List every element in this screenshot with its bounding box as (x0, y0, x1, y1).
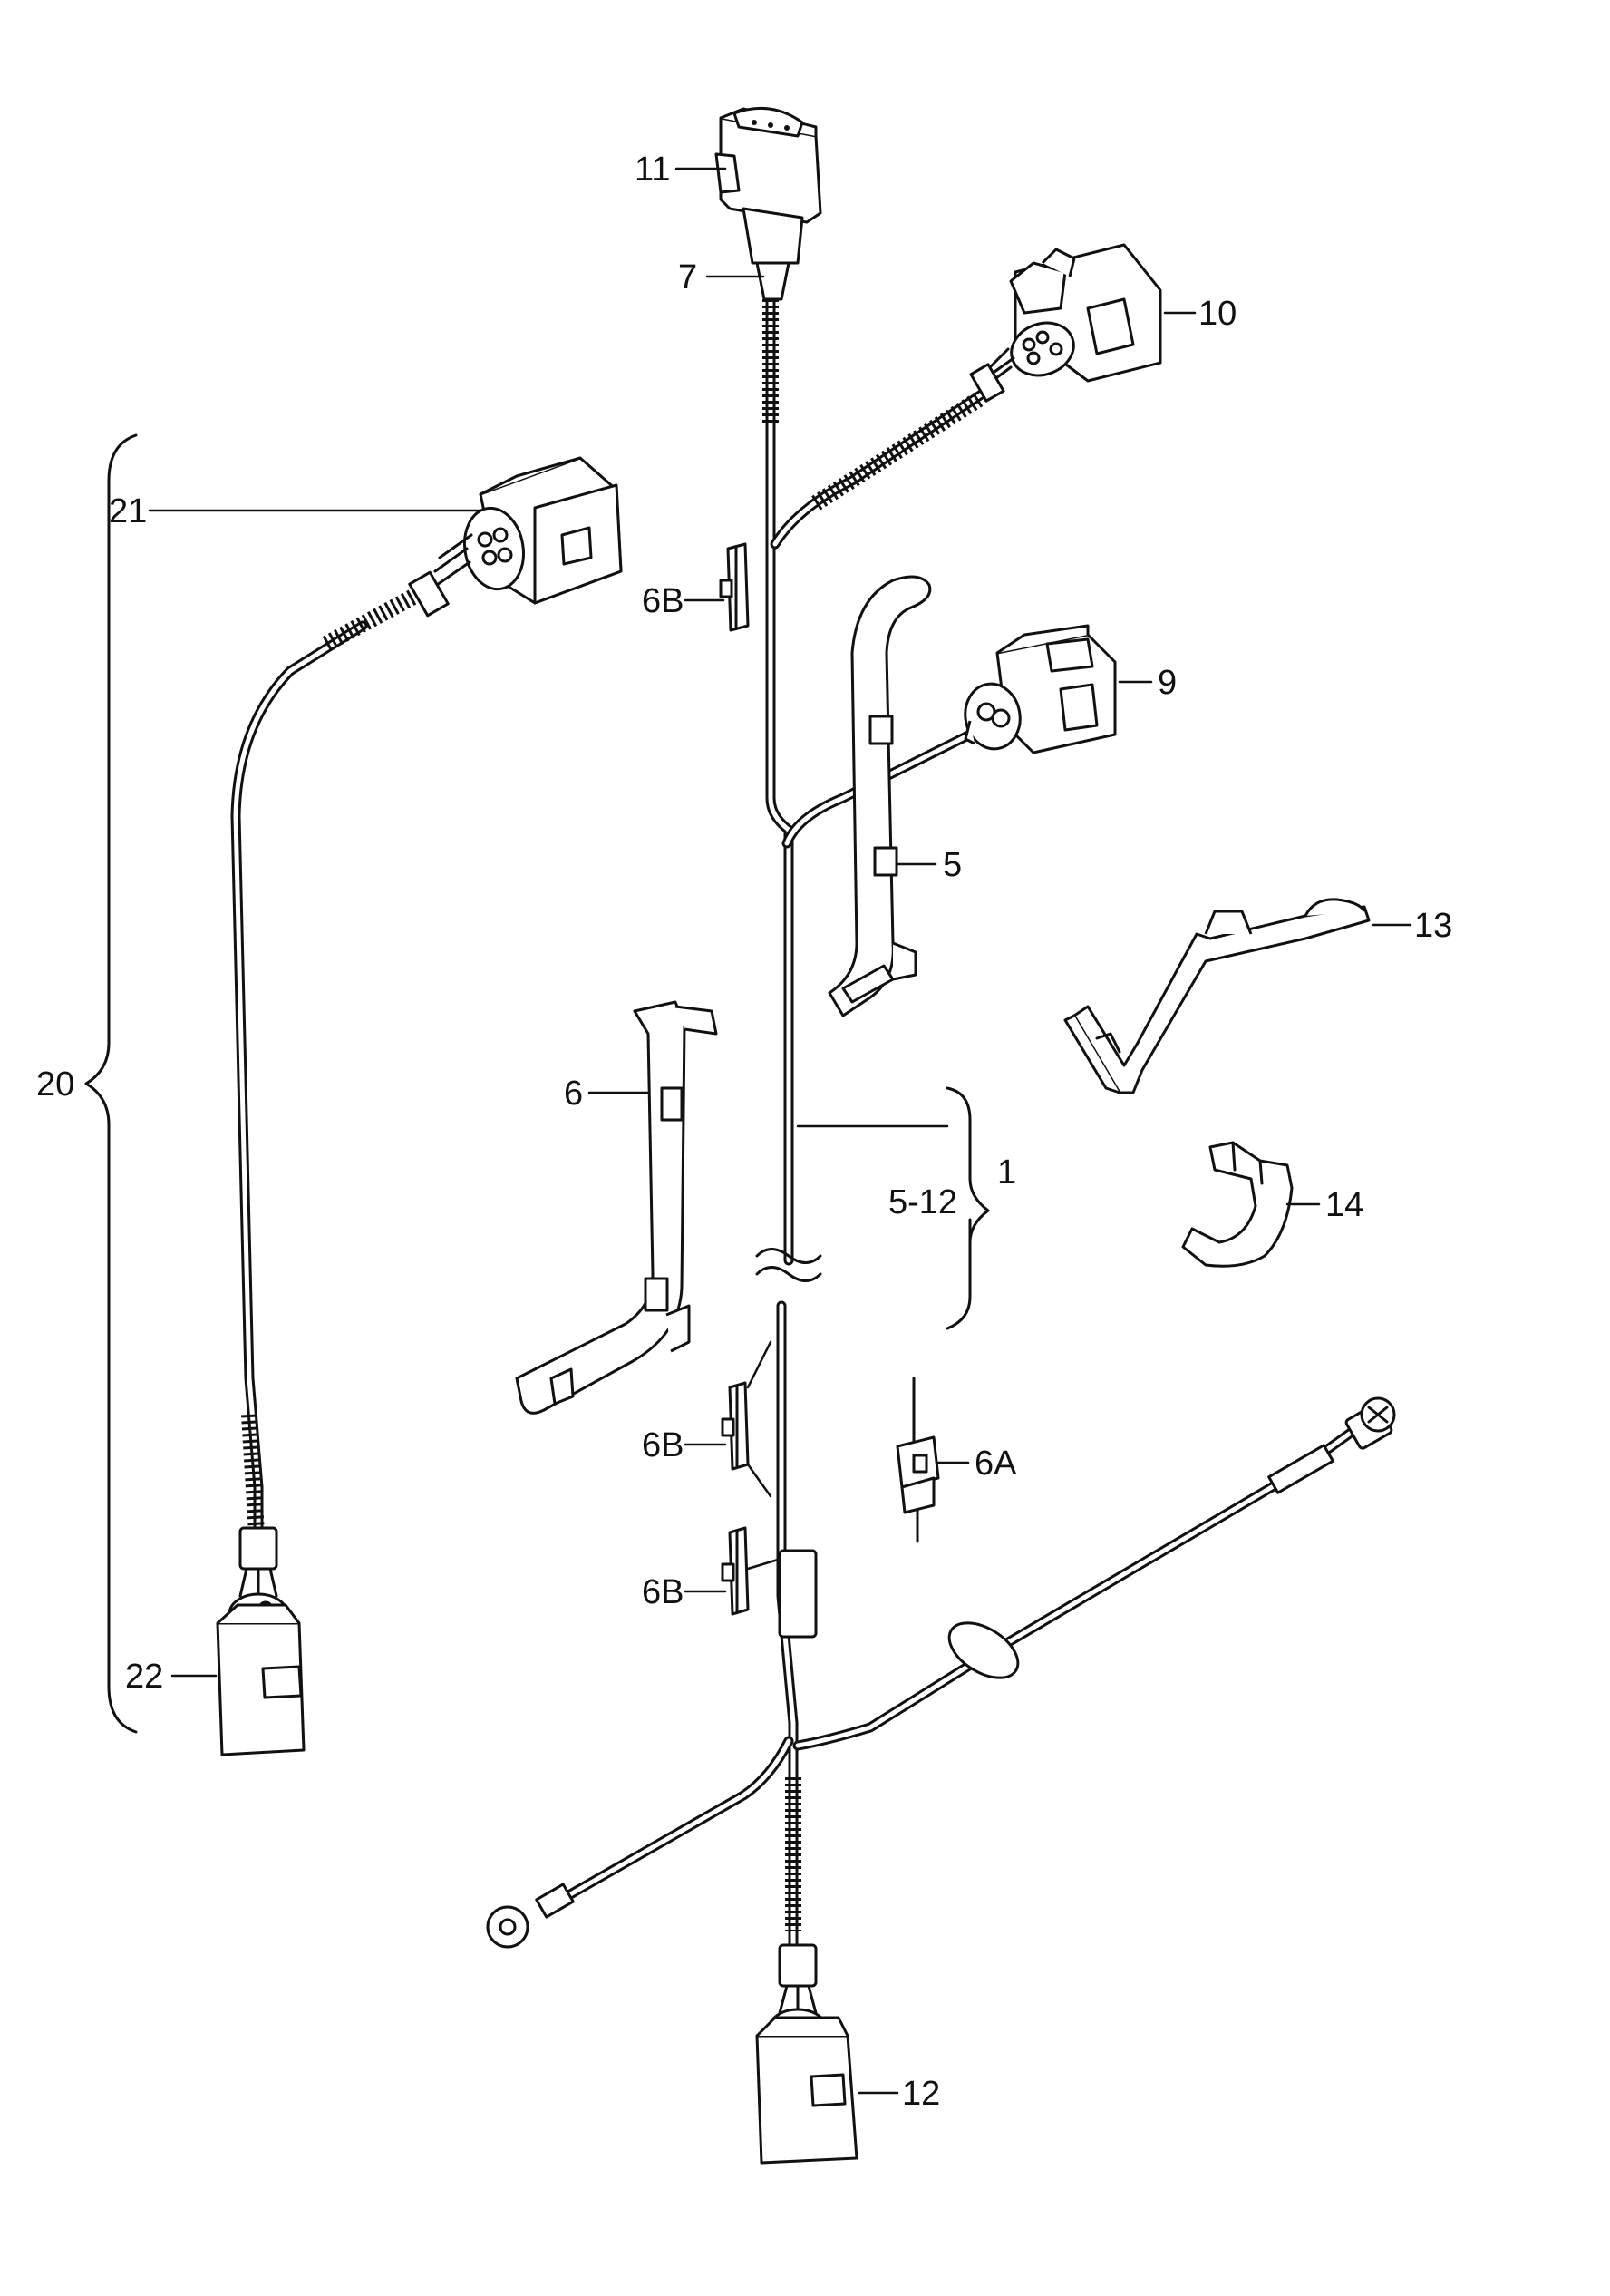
clip-6b-low (721, 1526, 780, 1616)
part-labels: 11 7 10 21 6B 9 5 13 20 6 5-12 1 14 6B 6… (36, 151, 1452, 2113)
branch-to-connector-10 (770, 384, 994, 550)
clip-14 (1181, 1141, 1294, 1268)
label-12: 12 (902, 2075, 940, 2113)
label-1: 1 (997, 1153, 1016, 1192)
label-7: 7 (678, 258, 697, 297)
label-10: 10 (1198, 295, 1237, 333)
label-5: 5 (943, 846, 962, 884)
label-6b-mid: 6B (642, 1426, 684, 1464)
connector-11 (714, 106, 822, 301)
label-13: 13 (1414, 907, 1452, 945)
brace-1 (946, 1086, 990, 1330)
label-11: 11 (635, 151, 670, 189)
label-6: 6 (564, 1075, 583, 1113)
label-22: 22 (125, 1658, 163, 1696)
clip-13 (1063, 898, 1371, 1094)
cable-20 (230, 578, 440, 1547)
connector-22 (216, 1526, 306, 1756)
clip-6a (896, 1377, 940, 1543)
brace-20 (84, 433, 138, 1734)
clip-6b-mid (721, 1340, 772, 1498)
label-21: 21 (109, 492, 147, 530)
branch-to-connector-9 (781, 729, 975, 849)
connector-12 (755, 1943, 858, 2165)
label-6b-low: 6B (642, 1573, 684, 1611)
connector-21 (408, 456, 623, 618)
ground-branch-left (486, 1736, 794, 1949)
clip-6b-top (719, 542, 750, 632)
label-14: 14 (1325, 1186, 1363, 1224)
connector-9 (964, 624, 1117, 754)
connector-10 (969, 243, 1162, 403)
bracket-6 (515, 1000, 718, 1415)
bracket-5 (828, 575, 932, 1017)
leader-lines (148, 167, 1412, 2095)
label-6b-top: 6B (642, 582, 684, 620)
label-5-12: 5-12 (888, 1183, 957, 1221)
label-6a: 6A (975, 1445, 1017, 1483)
main-harness-trunk (755, 285, 822, 1973)
label-20: 20 (36, 1065, 74, 1104)
ground-bolt (1344, 1396, 1396, 1450)
label-9: 9 (1158, 664, 1177, 702)
ground-branch-right (792, 1427, 1356, 1751)
